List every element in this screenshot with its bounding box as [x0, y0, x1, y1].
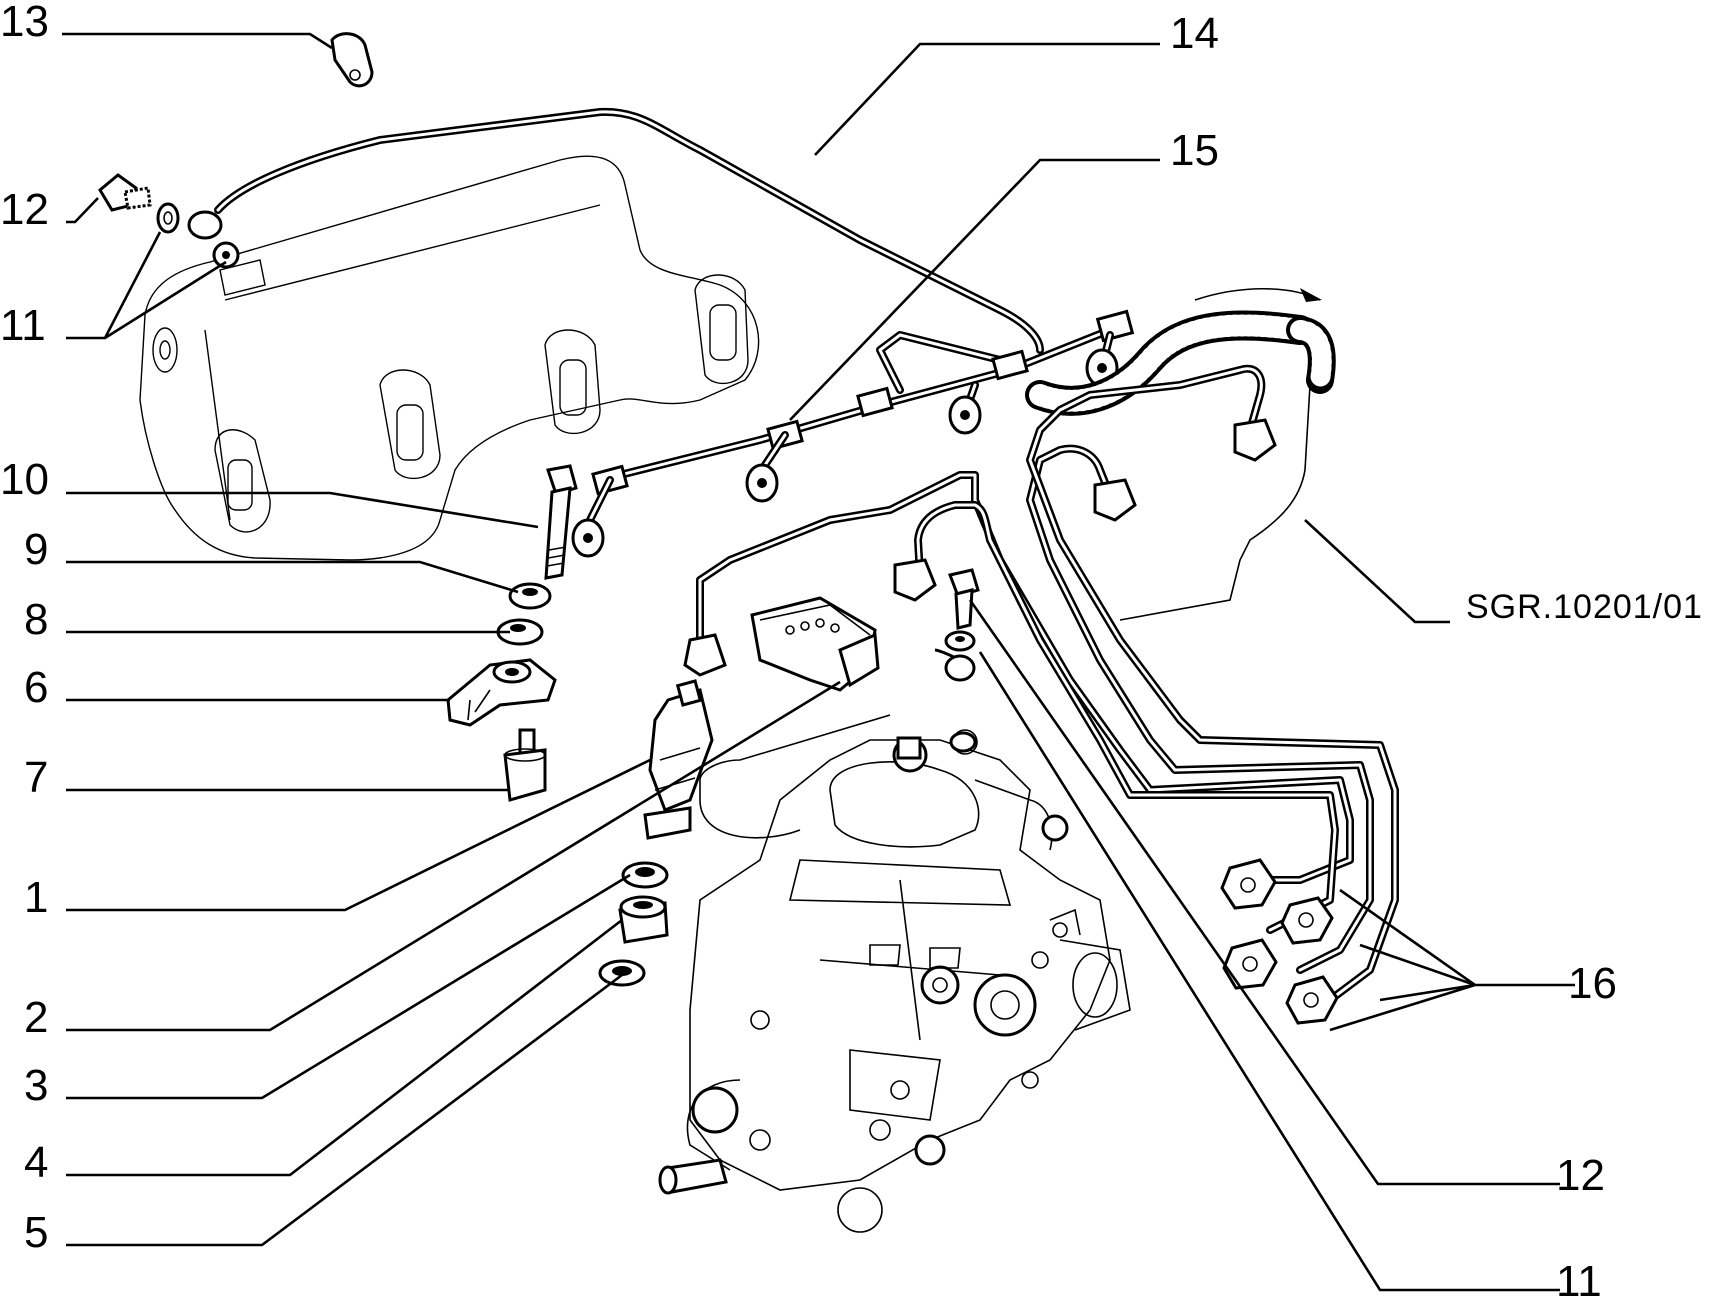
- manifold-port-2: [379, 369, 441, 480]
- injection-pipe-c: [1026, 444, 1374, 974]
- callout-5: 5: [24, 1208, 48, 1257]
- callout-14: 14: [1170, 9, 1219, 58]
- callout-9: 9: [24, 525, 48, 574]
- callout-13: 13: [0, 0, 49, 46]
- banjo-eye-1: [571, 476, 614, 558]
- callout-12-right: 12: [1556, 1151, 1605, 1200]
- callout-15: 15: [1170, 126, 1219, 175]
- connector-block: [750, 596, 880, 692]
- pipe-nut-2: [1280, 896, 1334, 945]
- callout-16: 16: [1568, 959, 1617, 1008]
- injection-pump: [658, 714, 1131, 1233]
- injection-pipe-b: [914, 501, 1339, 934]
- part-11-washer-right: [944, 630, 976, 652]
- banjo-eye-3: [948, 381, 982, 435]
- banjo-eye-2: [745, 431, 789, 503]
- callout-12-left: 12: [0, 185, 49, 234]
- callout-8: 8: [24, 595, 48, 644]
- callout-11-left: 11: [0, 301, 46, 350]
- leader-lines: [62, 32, 1575, 1292]
- callout-4: 4: [24, 1138, 48, 1187]
- callout-1: 1: [24, 873, 48, 922]
- part-1-injector: [643, 679, 714, 840]
- part-10-stud: [544, 464, 578, 580]
- drawing-reference-code: SGR.10201/01: [1466, 588, 1703, 626]
- part-12-bolt-right: [947, 568, 980, 630]
- manifold-port-3: [544, 329, 601, 435]
- part-9-nut: [508, 582, 552, 610]
- part-3-seal: [618, 895, 669, 944]
- part-7-fitting: [503, 728, 547, 802]
- injection-pipe-d: [1026, 364, 1399, 1014]
- callout-11-right: 11: [1556, 1257, 1602, 1302]
- part-11-washer: [156, 202, 180, 234]
- callout-10: 10: [0, 455, 49, 504]
- callout-3: 3: [24, 1061, 48, 1110]
- leakoff-harness-15: [571, 309, 1135, 558]
- part-6-clamp: [446, 658, 557, 727]
- callout-2: 2: [24, 993, 48, 1042]
- callout-7: 7: [24, 753, 48, 802]
- part-8-washer: [496, 618, 544, 646]
- return-pipe-14: [187, 107, 1044, 354]
- manifold: [139, 155, 760, 561]
- part-4-washer: [598, 959, 646, 987]
- manifold-port-1: [214, 429, 271, 533]
- part-12-banjo-bolt: [98, 173, 152, 212]
- pipe-nut-4: [1285, 975, 1339, 1025]
- part-2-seal: [621, 861, 669, 889]
- callout-6: 6: [24, 663, 48, 712]
- pipe-nut-1: [1220, 858, 1277, 910]
- part-13-clip: [330, 32, 374, 88]
- injection-pipes-16: [683, 364, 1399, 1025]
- manifold-port-4: [694, 274, 749, 385]
- pipe-nut-3: [1222, 938, 1278, 990]
